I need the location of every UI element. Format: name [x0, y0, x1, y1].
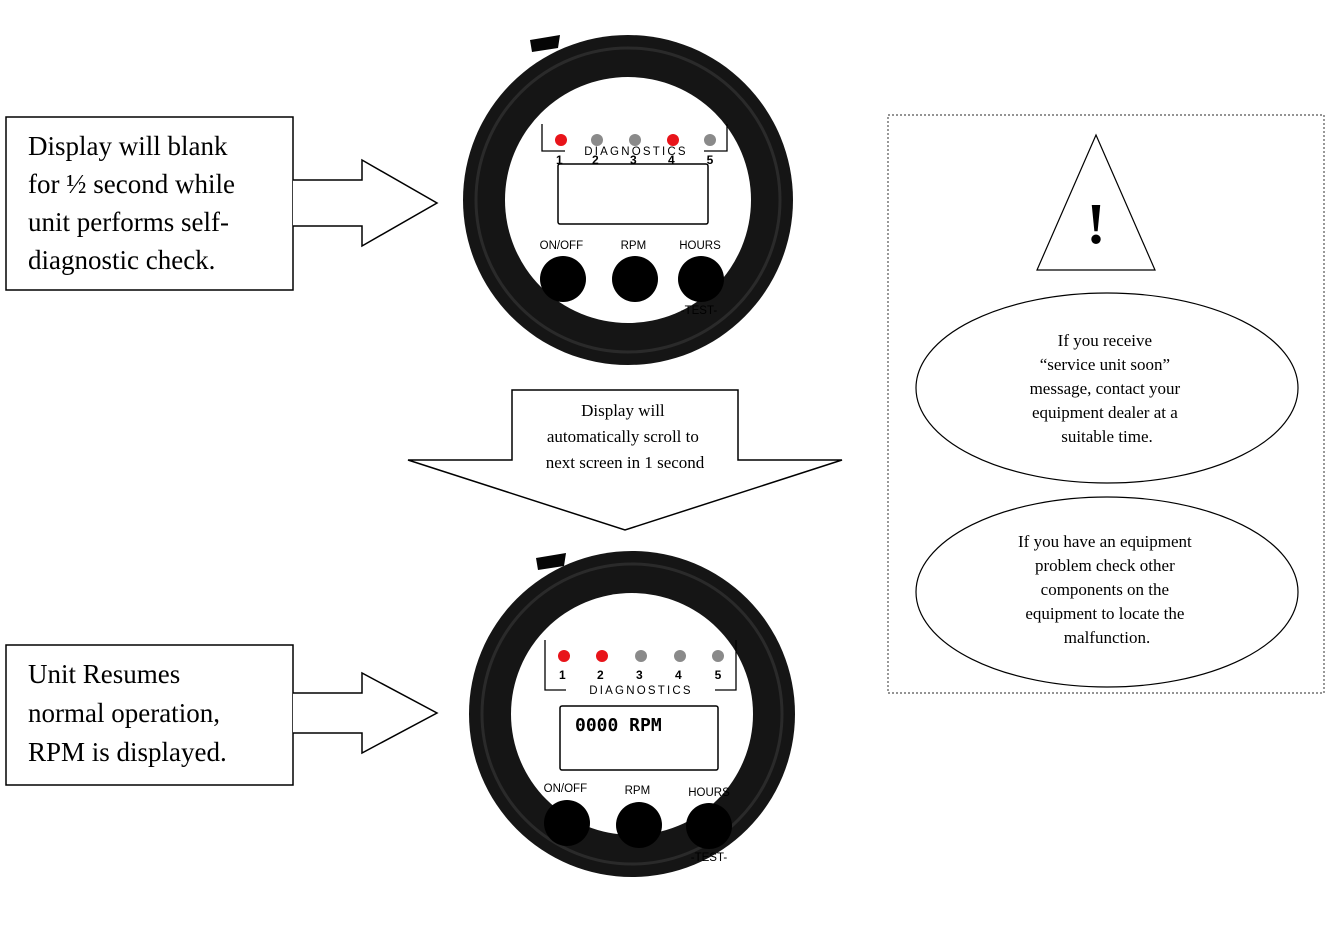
onoff-button[interactable]	[540, 256, 586, 302]
led-number: 2	[592, 153, 599, 167]
svg-text:Unit Resumes normal oper: Unit Resumes normal operation, RPM is di…	[28, 659, 227, 767]
down-arrow-line: next screen in 1 second	[546, 453, 705, 472]
warning-ellipse-1-line: If you receive	[1058, 331, 1152, 350]
rpm-button-label: RPM	[621, 240, 647, 252]
svg-text:Display will automatical: Display will automatically scroll to nex…	[546, 401, 705, 472]
hours-button-label: HOURS	[688, 787, 730, 799]
warning-ellipse-1-line: equipment dealer at a	[1032, 403, 1178, 422]
gauge-bezel-ring	[474, 46, 782, 354]
led-1-indicator	[555, 134, 567, 146]
svg-text:Display will blank for ½: Display will blank for ½ second while un…	[28, 131, 242, 275]
warning-ellipse-2-line: equipment to locate the	[1025, 604, 1184, 623]
lcd-display	[559, 705, 719, 771]
diagnostics-label: DIAGNOSTICS	[589, 685, 692, 697]
lcd-display	[557, 163, 709, 225]
gauge-top: 1 2 3 4 5 DIAGNOSTICS ON/OFF RPM HOURS -…	[463, 35, 793, 365]
diagnostics-label: DIAGNOSTICS	[584, 146, 687, 158]
hours-test-button[interactable]	[686, 803, 732, 849]
callout-bottom: Unit Resumes normal operation, RPM is di…	[5, 644, 439, 786]
rpm-button[interactable]	[612, 256, 658, 302]
led-1-indicator	[558, 650, 570, 662]
gauge-bezel-ring	[480, 562, 784, 866]
warning-ellipse-2-line: If you have an equipment	[1018, 532, 1192, 551]
led-5-indicator	[712, 650, 724, 662]
svg-text:ON/OFF RPM HOURS: ON/OFF RPM HOURS	[544, 783, 730, 799]
led-4-indicator	[667, 134, 679, 146]
gauge-bezel-tab	[536, 553, 566, 570]
callout-top: Display will blank for ½ second while un…	[5, 116, 439, 291]
onoff-button-label: ON/OFF	[540, 240, 583, 252]
led-2-indicator	[591, 134, 603, 146]
warning-ellipse-1-line: message, contact your	[1030, 379, 1181, 398]
led-number: 3	[630, 153, 637, 167]
down-arrow-line: Display will	[581, 401, 665, 420]
callout-top-arrow	[293, 158, 439, 248]
rpm-button-label: RPM	[625, 785, 651, 797]
warning-ellipse-1-line: suitable time.	[1061, 427, 1153, 446]
led-2-indicator	[596, 650, 608, 662]
led-4-indicator	[674, 650, 686, 662]
svg-text:1 2 3 4: 1 2 3 4 5	[559, 668, 722, 682]
test-label: -TEST-	[681, 305, 718, 317]
onoff-button-label: ON/OFF	[544, 783, 587, 795]
svg-text:If you receive “service: If you receive “service unit soon” messa…	[1030, 331, 1185, 446]
exclamation-icon: !	[1086, 191, 1105, 256]
svg-text:If you have an equipment: If you have an equipment problem check o…	[1018, 532, 1196, 647]
led-3-indicator	[629, 134, 641, 146]
callout-bottom-line: normal operation,	[28, 698, 220, 728]
down-arrow-line: automatically scroll to	[547, 427, 699, 446]
callout-bottom-line: Unit Resumes	[28, 659, 180, 689]
led-3-indicator	[635, 650, 647, 662]
led-number: 4	[668, 153, 675, 167]
hours-test-button[interactable]	[678, 256, 724, 302]
callout-bottom-box	[5, 644, 294, 786]
svg-text:1 2 3 4: 1 2 3 4 5	[556, 153, 714, 167]
led-5-indicator	[704, 134, 716, 146]
warning-panel: ! If you receive “service unit soon” mes…	[887, 114, 1325, 694]
diagnostics-bracket	[544, 640, 737, 691]
warning-ellipse-2-line: components on the	[1041, 580, 1169, 599]
diagnostics-bracket	[541, 124, 728, 152]
callout-top-line: diagnostic check.	[28, 245, 215, 275]
callout-top-line: for ½ second while	[28, 169, 235, 199]
led-number: 5	[715, 668, 722, 682]
test-label: -TEST-	[691, 852, 728, 864]
onoff-button[interactable]	[544, 800, 590, 846]
callout-top-line: unit performs self-	[28, 207, 229, 237]
warning-triangle-icon	[1036, 133, 1156, 271]
led-number: 1	[559, 668, 566, 682]
warning-ellipse-1	[915, 292, 1299, 484]
warning-ellipse-2-line: malfunction.	[1064, 628, 1150, 647]
lcd-text: 0000 RPM	[575, 715, 662, 736]
led-number: 2	[597, 668, 604, 682]
down-arrow-shape	[407, 389, 843, 531]
gauge-bezel-tab	[530, 35, 560, 52]
callout-top-box	[5, 116, 294, 291]
warning-ellipse-1-line: “service unit soon”	[1040, 355, 1170, 374]
warning-ellipse-2-line: problem check other	[1035, 556, 1175, 575]
rpm-button[interactable]	[616, 802, 662, 848]
led-number: 4	[675, 668, 682, 682]
svg-text:ON/OFF RPM HOURS: ON/OFF RPM HOURS	[540, 240, 721, 252]
callout-bottom-line: RPM is displayed.	[28, 737, 227, 767]
down-arrow: Display will automatically scroll to nex…	[407, 389, 843, 531]
gauge-bottom: 1 2 3 4 5 DIAGNOSTICS 0000 RPM ON/OFF RP…	[469, 551, 795, 877]
hours-button-label: HOURS	[679, 240, 721, 252]
warning-ellipse-2	[915, 496, 1299, 688]
led-number: 5	[707, 153, 714, 167]
callout-top-line: Display will blank	[28, 131, 228, 161]
led-number: 1	[556, 153, 563, 167]
callout-bottom-arrow	[293, 671, 439, 755]
led-number: 3	[636, 668, 643, 682]
